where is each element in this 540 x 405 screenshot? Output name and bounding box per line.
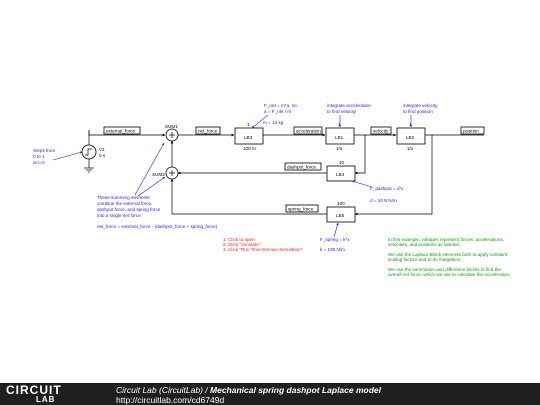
sum1-block[interactable]: SUM1 bbox=[165, 124, 179, 142]
lb5-name: LB5 bbox=[336, 213, 345, 218]
velocity-feedback-wire bbox=[354, 135, 366, 175]
footer-bar: CIRCUIT LAB Circuit Lab (CircuitLab) / M… bbox=[0, 383, 540, 405]
svg-text:scaling factors and to do inte: scaling factors and to do integration. bbox=[388, 257, 462, 262]
svg-text:spring_force: spring_force bbox=[288, 207, 314, 212]
net-label-spring-force[interactable]: spring_force bbox=[285, 204, 319, 213]
fnet-annotation: F_net = m*a, so: a = F_net / m m = 10 kg bbox=[251, 103, 298, 129]
svg-text:net_force: net_force bbox=[198, 129, 218, 134]
net-label-external-force[interactable]: external_force bbox=[103, 126, 141, 135]
explanation-notes: In this example, voltages represent forc… bbox=[388, 237, 510, 277]
svg-text:F_spring = k*x: F_spring = k*x bbox=[320, 237, 350, 242]
net-force-equation: net_force = external_force - (dashpot_fo… bbox=[97, 224, 218, 229]
mass-annotation: m = 10 kg bbox=[263, 120, 284, 125]
simulation-instructions: 1. Click to open 2. Click "Simulate" 3. … bbox=[223, 237, 303, 252]
net-label-net-force[interactable]: net_force bbox=[195, 126, 221, 135]
steps-annotation: Steps from 0 to 1 at t=0 bbox=[33, 148, 83, 165]
lb1-top: 1 bbox=[338, 122, 341, 127]
footer-url-link[interactable]: http://circuitlab.com/cd6749d bbox=[116, 395, 225, 405]
net-label-velocity[interactable]: velocity bbox=[370, 126, 392, 135]
instruction-1: 1. Click to open bbox=[223, 237, 255, 242]
svg-text:velocities, and positions as l: velocities, and positions as labeled. bbox=[388, 242, 460, 247]
svg-text:integrate acceleration: integrate acceleration bbox=[327, 103, 371, 108]
laplace-block-lb5[interactable]: LB5 100 bbox=[326, 201, 356, 223]
steps-line-1: Steps from bbox=[33, 148, 55, 153]
lb4-name: LB4 bbox=[336, 172, 345, 177]
laplace-block-lb4[interactable]: LB4 10 bbox=[326, 160, 356, 182]
svg-text:to find position: to find position bbox=[403, 109, 433, 114]
svg-text:position: position bbox=[463, 129, 479, 134]
svg-text:F_net = m*a, so:: F_net = m*a, so: bbox=[264, 103, 298, 108]
svg-text:acceleration: acceleration bbox=[296, 129, 321, 134]
schematic-canvas: V1 0 s Steps from 0 to 1 at t=0 external… bbox=[33, 103, 510, 277]
v1-label: V1 bbox=[99, 147, 105, 152]
lb1-name: LB1 bbox=[335, 135, 344, 140]
footer-title: Circuit Lab (CircuitLab) / Mechanical sp… bbox=[116, 385, 381, 395]
d-value: d = 10 N*s/m bbox=[370, 198, 397, 203]
lb2-top: 1 bbox=[409, 122, 412, 127]
svg-text:We use the Laplace Block eleme: We use the Laplace Block elements both t… bbox=[388, 252, 508, 257]
svg-text:We use the summation and diffe: We use the summation and difference bloc… bbox=[388, 267, 501, 272]
svg-text:external_force: external_force bbox=[106, 129, 136, 134]
logo-bottom-text: LAB bbox=[36, 395, 56, 404]
sum1-label: SUM1 bbox=[165, 124, 178, 129]
svg-text:dashpot force, and spring forc: dashpot force, and spring force bbox=[97, 207, 161, 212]
laplace-block-lb1[interactable]: LB1 1 1/s bbox=[325, 122, 355, 151]
svg-text:F_dashpot = d*v: F_dashpot = d*v bbox=[370, 186, 404, 191]
laplace-block-lb2[interactable]: LB2 1 1/s bbox=[396, 122, 426, 151]
net-label-position[interactable]: position bbox=[460, 126, 485, 135]
footer-title-prefix: Circuit Lab (CircuitLab) / bbox=[116, 385, 211, 395]
integrate-velocity-annotation: integrate velocity to find position bbox=[403, 103, 438, 128]
svg-text:overall net force, which we us: overall net force, which we use to calcu… bbox=[388, 272, 510, 277]
lb2-bottom: 1/s bbox=[407, 146, 414, 151]
lb5-top: 100 bbox=[337, 201, 345, 206]
footer-title-main: Mechanical spring dashpot Laplace model bbox=[210, 385, 381, 395]
svg-text:These summing elements: These summing elements bbox=[97, 195, 150, 200]
svg-text:In this example, voltages repr: In this example, voltages represent forc… bbox=[388, 237, 504, 242]
instruction-2: 2. Click "Simulate" bbox=[223, 242, 261, 247]
spring-force-wire bbox=[170, 178, 327, 215]
voltage-source-v1[interactable]: V1 0 s bbox=[81, 130, 106, 173]
summing-annotation: These summing elements combine the exter… bbox=[97, 142, 218, 229]
position-feedback-wire bbox=[354, 135, 433, 216]
svg-text:dashpot_force: dashpot_force bbox=[287, 165, 317, 170]
lb2-name: LB2 bbox=[406, 135, 415, 140]
lb4-top: 10 bbox=[339, 160, 345, 165]
net-label-dashpot-force[interactable]: dashpot_force bbox=[284, 162, 322, 171]
external-force-wire bbox=[88, 130, 166, 137]
svg-text:to find velocity: to find velocity bbox=[327, 109, 357, 114]
lb3-name: LB3 bbox=[244, 135, 253, 140]
instruction-3: 3. Click "Run Time-Domain Simulation" bbox=[223, 247, 303, 252]
logo-top-text: CIRCUIT bbox=[6, 383, 62, 397]
svg-text:into a single net force:: into a single net force: bbox=[97, 213, 142, 218]
net-label-acceleration[interactable]: acceleration bbox=[293, 126, 323, 135]
spring-annotation: F_spring = k*x k = 100 N/m bbox=[320, 222, 350, 252]
circuitlab-logo[interactable]: CIRCUIT LAB bbox=[6, 384, 96, 404]
laplace-block-lb3[interactable]: LB3 1 100 m bbox=[234, 122, 264, 151]
svg-text:integrate velocity: integrate velocity bbox=[403, 103, 438, 108]
dashpot-annotation: F_dashpot = d*v d = 10 N*s/m bbox=[351, 180, 404, 203]
k-value: k = 100 N/m bbox=[320, 247, 345, 252]
lb1-bottom: 1/s bbox=[336, 146, 343, 151]
steps-line-2: 0 to 1 bbox=[33, 154, 45, 159]
lb3-top: 1 bbox=[247, 122, 250, 127]
steps-line-3: at t=0 bbox=[33, 160, 45, 165]
lb3-bottom: 100 m bbox=[243, 146, 256, 151]
svg-text:a = F_net / m: a = F_net / m bbox=[264, 109, 291, 114]
svg-text:velocity: velocity bbox=[373, 129, 389, 134]
svg-text:combine the external force,: combine the external force, bbox=[97, 201, 152, 206]
v1-value: 0 s bbox=[99, 153, 106, 158]
sum2-label: SUM2 bbox=[152, 172, 165, 177]
integrate-acceleration-annotation: integrate acceleration to find velocity bbox=[327, 103, 371, 128]
